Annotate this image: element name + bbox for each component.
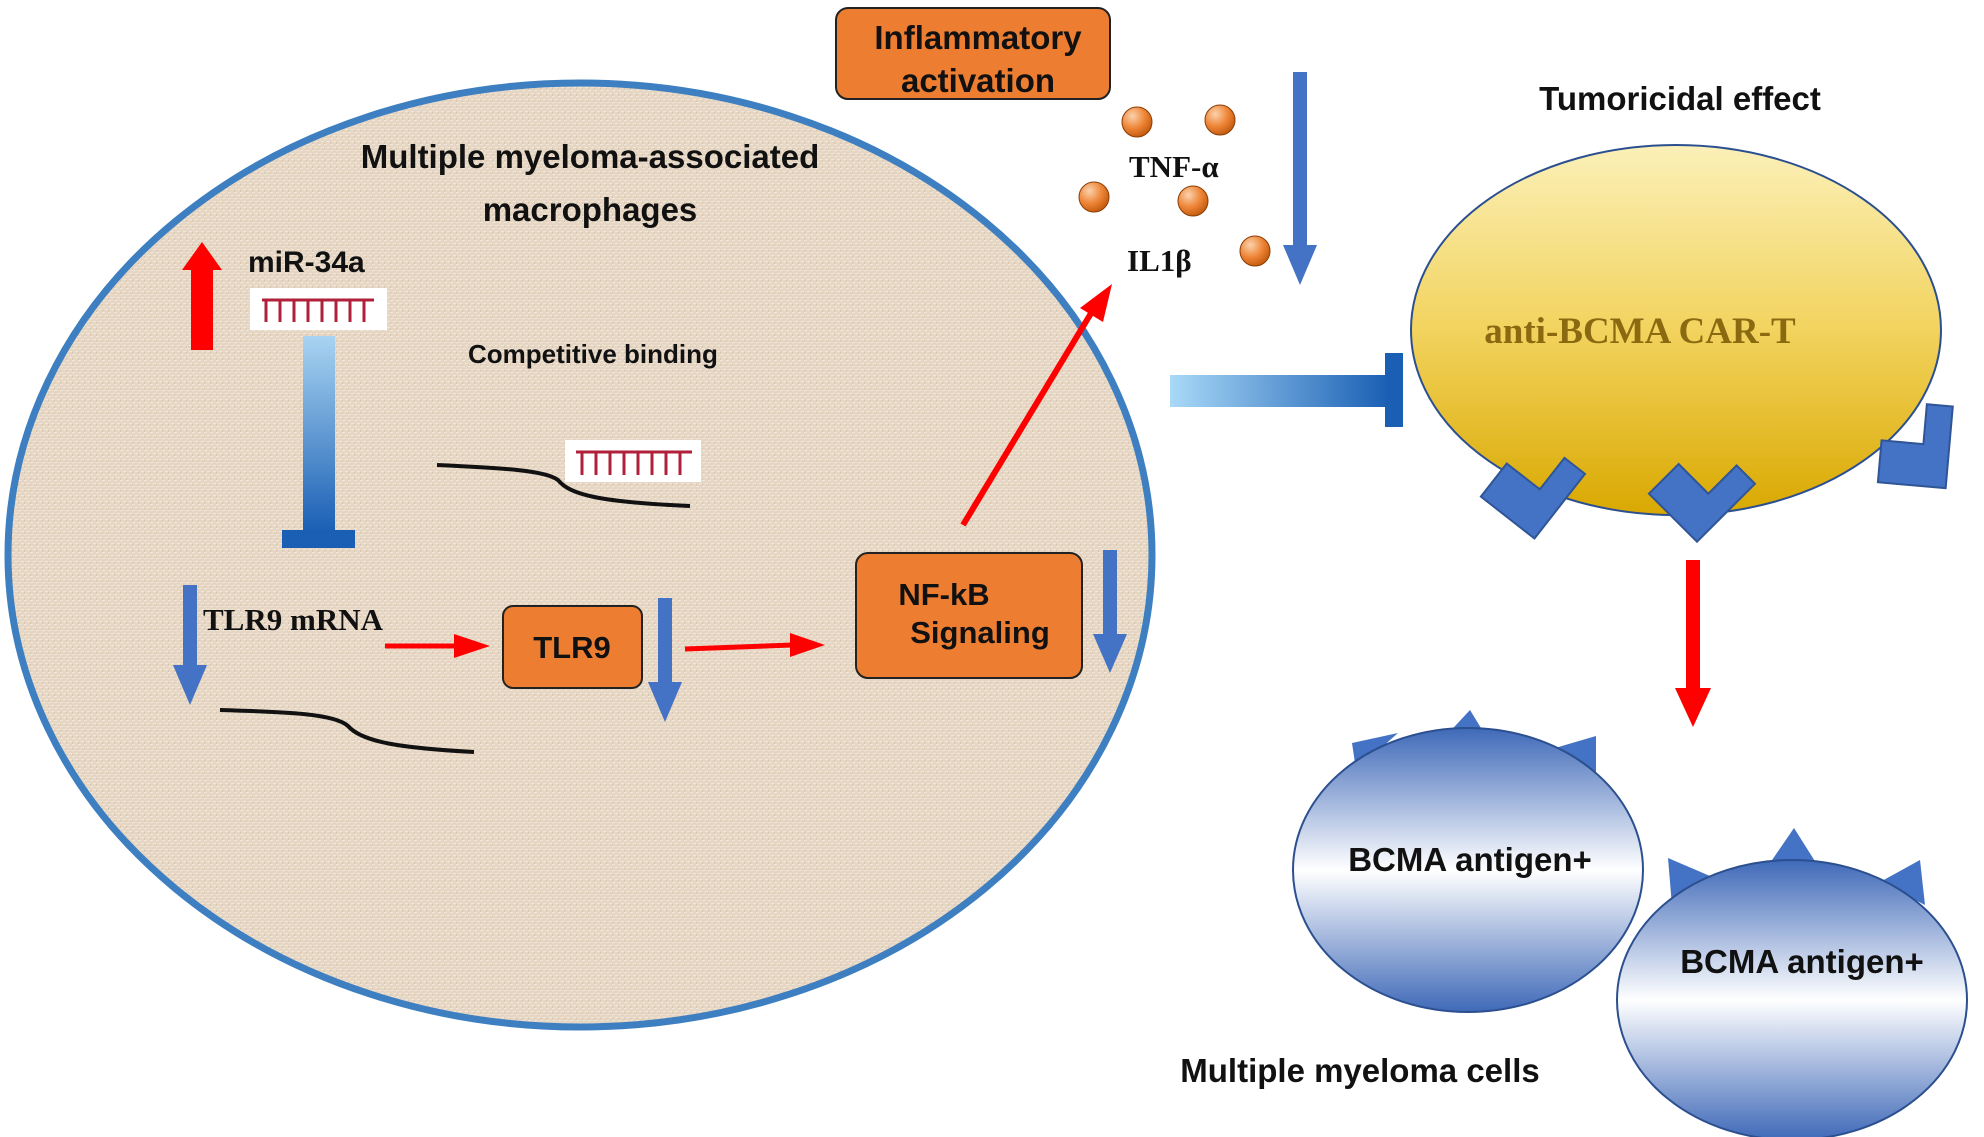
mrna-to-tlr9-arrow xyxy=(385,634,490,658)
nfkb-box xyxy=(855,552,1083,679)
cart-label: anti-BCMA CAR-T xyxy=(1484,311,1796,352)
mirna-mrna-binding-icon xyxy=(436,440,701,508)
nfkb-box-line1: NF-kB xyxy=(898,577,989,612)
tlr9-down-arrow xyxy=(648,598,682,722)
mirna-up-arrow xyxy=(182,242,222,350)
myeloma-cell-2 xyxy=(1616,828,1968,1137)
tlr9-box xyxy=(502,605,643,689)
nfkb-down-arrow xyxy=(1093,550,1127,673)
cart-to-myeloma-arrow xyxy=(1675,560,1711,727)
cytokine-ball xyxy=(1121,106,1153,138)
nfkb-to-cytokines-arrow xyxy=(960,284,1112,527)
mirna-comb-icon xyxy=(250,288,387,330)
inflammatory-line1: Inflammatory xyxy=(874,19,1082,56)
inflammatory-line2: activation xyxy=(901,62,1055,99)
il1-beta-label: IL1β xyxy=(1127,243,1192,278)
macrophage-title-line1: Multiple myeloma-associated xyxy=(361,138,819,175)
tlr9-mrna-down-arrow xyxy=(173,585,207,705)
car-receptor-icon xyxy=(1876,403,1954,490)
cytokine-ball xyxy=(1078,181,1110,213)
mirna-label: miR-34a xyxy=(248,246,365,279)
tlr9-mrna-label: TLR9 mRNA xyxy=(203,602,384,637)
nfkb-box-line2: Signaling xyxy=(910,615,1050,650)
myeloma-cell-1-label: BCMA antigen+ xyxy=(1348,841,1592,878)
macrophage-title-line2: macrophages xyxy=(483,191,698,228)
car-receptor-icon xyxy=(1647,462,1757,544)
tlr9-mrna-strand xyxy=(219,708,475,754)
tnf-alpha-label: TNF-α xyxy=(1129,149,1219,184)
cytokine-ball xyxy=(1177,185,1209,217)
mirna-inhibition-bar xyxy=(282,336,355,548)
inflammation-down-arrow xyxy=(1283,72,1317,285)
tlr9-box-label: TLR9 xyxy=(533,630,611,665)
competitive-binding-label: Competitive binding xyxy=(468,339,718,369)
myeloma-cell-1 xyxy=(1292,710,1644,1013)
tlr9-to-nfkb-arrow xyxy=(684,633,825,657)
tumoricidal-effect-title: Tumoricidal effect xyxy=(1539,80,1821,117)
myeloma-cell-2-label: BCMA antigen+ xyxy=(1680,943,1924,980)
inflammatory-activation-box xyxy=(835,7,1111,100)
cytokine-ball xyxy=(1204,104,1236,136)
myeloma-cells-caption: Multiple myeloma cells xyxy=(1180,1052,1539,1089)
cart-inhibition-bar xyxy=(1170,353,1403,427)
car-receptor-icon xyxy=(1479,456,1587,540)
cytokine-ball xyxy=(1239,235,1271,267)
